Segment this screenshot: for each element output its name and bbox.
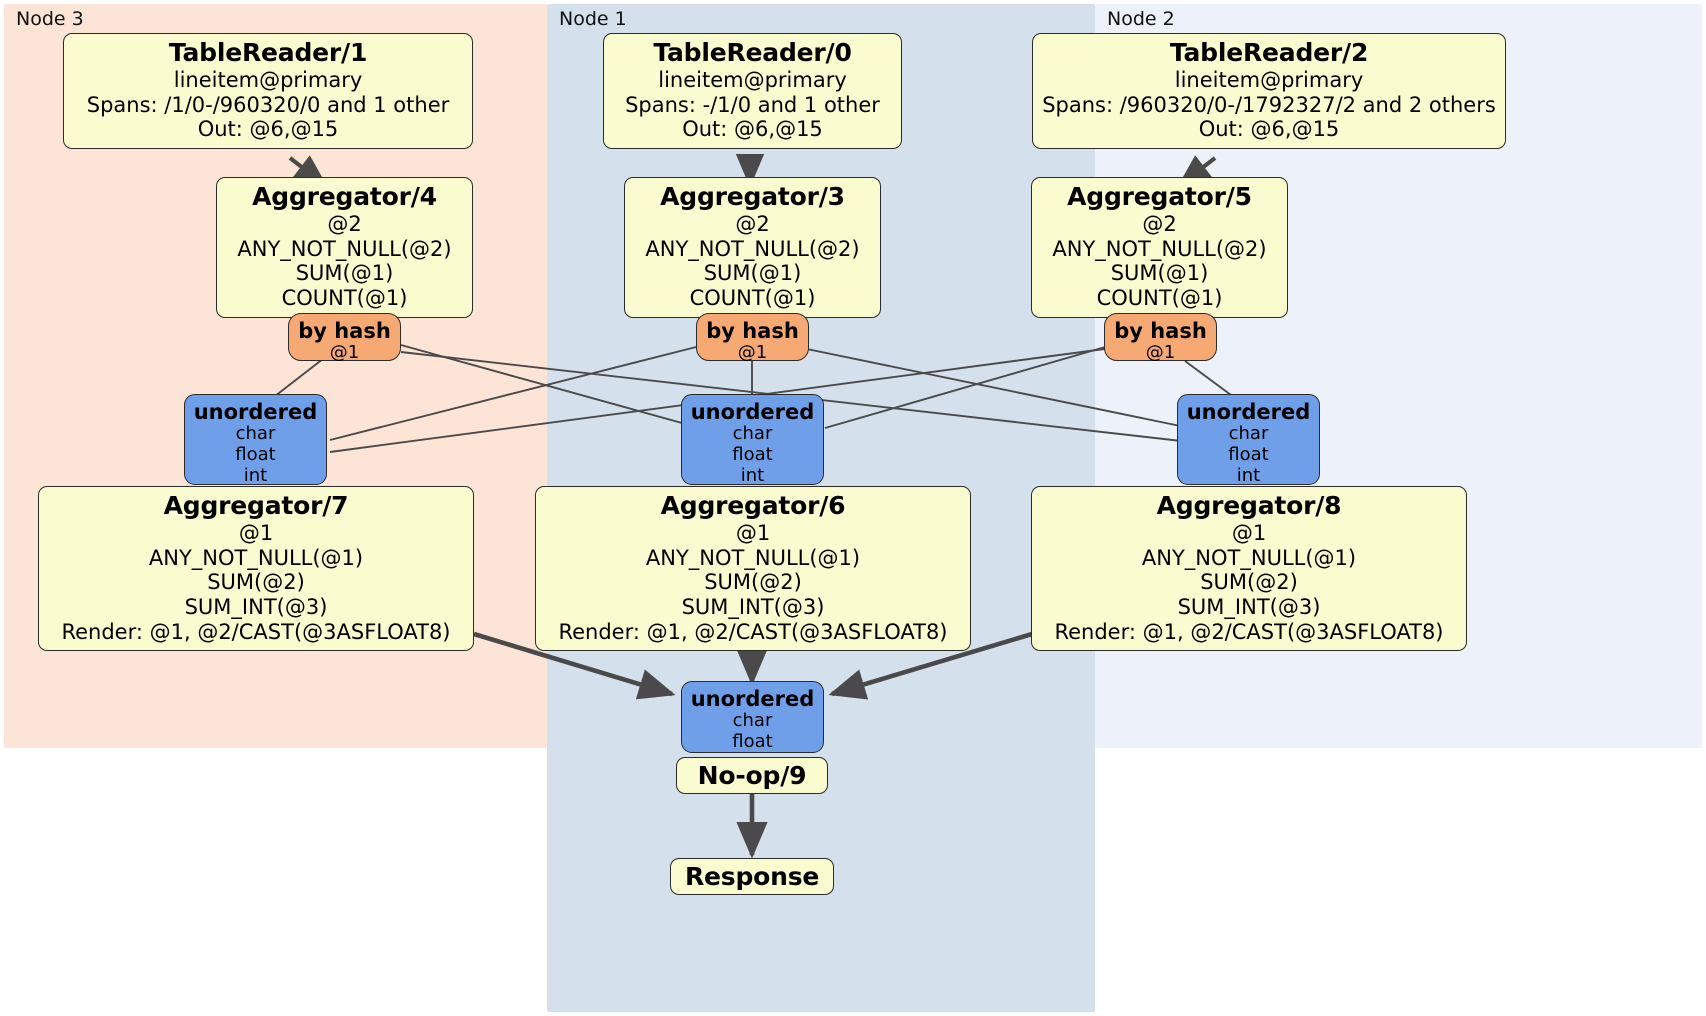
router-title: unordered bbox=[193, 400, 318, 424]
processor-line: Out: @6,@15 bbox=[682, 117, 823, 142]
router-unordered-final[interactable]: unordered char float bbox=[681, 681, 824, 753]
processor-title: Aggregator/8 bbox=[1156, 491, 1342, 520]
router-title: by hash bbox=[1114, 319, 1207, 343]
processor-title: Aggregator/6 bbox=[660, 491, 846, 520]
processor-line: @2 bbox=[1142, 212, 1177, 237]
processor-line: ANY_NOT_NULL(@1) bbox=[645, 545, 861, 570]
processor-line: COUNT(@1) bbox=[689, 285, 816, 310]
processor-line: COUNT(@1) bbox=[281, 285, 408, 310]
router-by-hash-left[interactable]: by hash @1 bbox=[288, 313, 401, 364]
processor-line: lineitem@primary bbox=[173, 68, 363, 93]
processor-title: Aggregator/7 bbox=[163, 491, 349, 520]
processor-line: Render: @1, @2/CAST(@3ASFLOAT8) bbox=[558, 619, 948, 644]
node-panel-label-node2: Node 2 bbox=[1107, 8, 1175, 30]
node-panel-label-node1: Node 1 bbox=[559, 8, 627, 30]
processor-line: Render: @1, @2/CAST(@3ASFLOAT8) bbox=[61, 619, 451, 644]
router-title: unordered bbox=[690, 400, 815, 424]
processor-line: lineitem@primary bbox=[1174, 68, 1364, 93]
processor-line: ANY_NOT_NULL(@2) bbox=[645, 236, 860, 261]
processor-line: @1 bbox=[238, 521, 274, 546]
processor-aggregator-5[interactable]: Aggregator/5 @2 ANY_NOT_NULL(@2) SUM(@1)… bbox=[1031, 177, 1288, 318]
processor-title: No-op/9 bbox=[697, 761, 807, 790]
router-line: @1 bbox=[737, 342, 768, 364]
router-title: by hash bbox=[298, 319, 391, 343]
processor-noop-9[interactable]: No-op/9 bbox=[676, 757, 828, 795]
router-line: @1 bbox=[329, 342, 360, 364]
processor-line: ANY_NOT_NULL(@1) bbox=[148, 545, 364, 570]
processor-line: SUM_INT(@3) bbox=[184, 594, 328, 619]
processor-title: Aggregator/3 bbox=[660, 182, 845, 211]
processor-line: SUM(@1) bbox=[1110, 261, 1209, 286]
processor-aggregator-4[interactable]: Aggregator/4 @2 ANY_NOT_NULL(@2) SUM(@1)… bbox=[216, 177, 473, 318]
router-line: int bbox=[1236, 465, 1261, 487]
processor-line: COUNT(@1) bbox=[1096, 285, 1223, 310]
processor-line: SUM(@2) bbox=[704, 570, 802, 595]
processor-line: Spans: /1/0-/960320/0 and 1 other bbox=[86, 92, 450, 117]
processor-line: @1 bbox=[735, 521, 771, 546]
router-title: unordered bbox=[1186, 400, 1311, 424]
router-line: @1 bbox=[1145, 342, 1176, 364]
processor-line: ANY_NOT_NULL(@2) bbox=[1052, 236, 1267, 261]
processor-aggregator-7[interactable]: Aggregator/7 @1 ANY_NOT_NULL(@1) SUM(@2)… bbox=[38, 486, 474, 652]
router-line: char bbox=[732, 710, 773, 732]
router-title: unordered bbox=[690, 687, 815, 711]
processor-response[interactable]: Response bbox=[670, 858, 834, 896]
processor-line: Out: @6,@15 bbox=[197, 117, 339, 142]
processor-title: Aggregator/5 bbox=[1067, 182, 1252, 211]
processor-line: ANY_NOT_NULL(@2) bbox=[237, 236, 452, 261]
processor-line: Out: @6,@15 bbox=[1198, 117, 1340, 142]
router-line: char bbox=[732, 423, 773, 445]
node-panel-label-node3: Node 3 bbox=[16, 8, 84, 30]
processor-line: SUM(@2) bbox=[207, 570, 305, 595]
processor-line: @1 bbox=[1231, 521, 1267, 546]
router-unordered-right[interactable]: unordered char float int bbox=[1177, 394, 1320, 487]
processor-tablereader-0[interactable]: TableReader/0 lineitem@primary Spans: -/… bbox=[603, 33, 902, 149]
processor-line: SUM(@1) bbox=[295, 261, 394, 286]
processor-title: TableReader/2 bbox=[1169, 38, 1369, 67]
router-line: float bbox=[235, 444, 276, 466]
router-title: by hash bbox=[706, 319, 799, 343]
router-line: int bbox=[740, 465, 765, 487]
processor-line: ANY_NOT_NULL(@1) bbox=[1141, 545, 1357, 570]
router-line: int bbox=[243, 465, 268, 487]
router-line: float bbox=[1228, 444, 1269, 466]
router-line: float bbox=[732, 444, 773, 466]
router-unordered-left[interactable]: unordered char float int bbox=[184, 394, 327, 487]
router-line: char bbox=[235, 423, 276, 445]
router-by-hash-right[interactable]: by hash @1 bbox=[1104, 313, 1217, 364]
router-line: float bbox=[732, 731, 773, 753]
processor-line: Spans: /960320/0-/1792327/2 and 2 others bbox=[1042, 92, 1496, 117]
router-by-hash-mid[interactable]: by hash @1 bbox=[696, 313, 809, 364]
processor-title: TableReader/0 bbox=[653, 38, 852, 67]
router-line: char bbox=[1228, 423, 1269, 445]
processor-line: Spans: -/1/0 and 1 other bbox=[625, 92, 880, 117]
processor-aggregator-6[interactable]: Aggregator/6 @1 ANY_NOT_NULL(@1) SUM(@2)… bbox=[535, 486, 971, 652]
processor-line: @2 bbox=[327, 212, 362, 237]
processor-tablereader-1[interactable]: TableReader/1 lineitem@primary Spans: /1… bbox=[63, 33, 473, 149]
processor-line: SUM_INT(@3) bbox=[681, 594, 825, 619]
processor-title: TableReader/1 bbox=[168, 38, 368, 67]
processor-aggregator-3[interactable]: Aggregator/3 @2 ANY_NOT_NULL(@2) SUM(@1)… bbox=[624, 177, 881, 318]
processor-line: SUM(@1) bbox=[703, 261, 802, 286]
processor-line: SUM_INT(@3) bbox=[1177, 594, 1321, 619]
processor-title: Response bbox=[685, 862, 820, 891]
processor-line: SUM(@2) bbox=[1200, 570, 1298, 595]
router-unordered-mid[interactable]: unordered char float int bbox=[681, 394, 824, 487]
processor-line: lineitem@primary bbox=[658, 68, 847, 93]
processor-tablereader-2[interactable]: TableReader/2 lineitem@primary Spans: /9… bbox=[1032, 33, 1506, 149]
processor-line: Render: @1, @2/CAST(@3ASFLOAT8) bbox=[1054, 619, 1444, 644]
processor-title: Aggregator/4 bbox=[252, 182, 437, 211]
processor-aggregator-8[interactable]: Aggregator/8 @1 ANY_NOT_NULL(@1) SUM(@2)… bbox=[1031, 486, 1467, 652]
processor-line: @2 bbox=[735, 212, 770, 237]
